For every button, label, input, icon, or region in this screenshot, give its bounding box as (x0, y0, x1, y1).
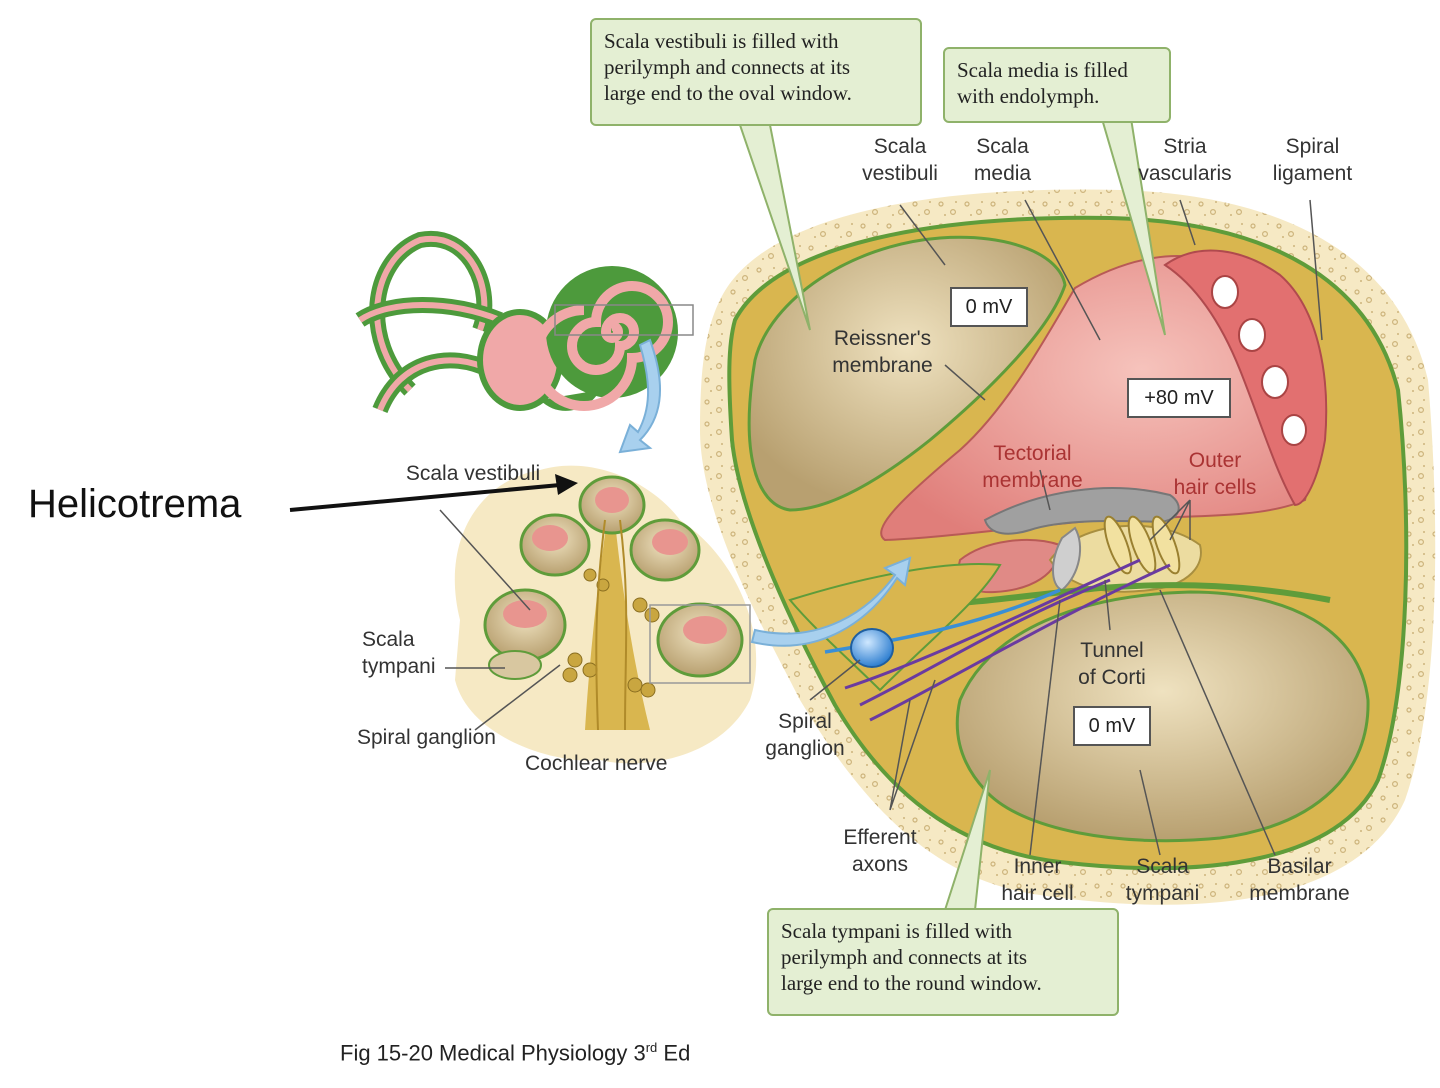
potential-scala-tympani: 0 mV (1073, 706, 1151, 746)
helicotrema-arrow (289, 483, 561, 512)
callout-scala-vestibuli: Scala vestibuli is filled with perilymph… (590, 18, 922, 126)
label-cochlear-nerve: Cochlear nerve (525, 752, 668, 775)
callout-media-line-1: Scala media is filled (957, 58, 1128, 82)
inner-ear-illustration (355, 230, 694, 454)
callout-scala-media: Scala media is filled with endolymph. (943, 47, 1171, 123)
callout-tympani-line-2: perilymph and connects at its (781, 945, 1028, 969)
cochlear-cross-section (700, 189, 1436, 905)
label-spiral-ganglion-small: Spiral ganglion (357, 726, 496, 749)
spiral-ganglion-cell (850, 628, 894, 668)
callout-scala-tympani: Scala tympani is filled with perilymph a… (767, 908, 1119, 1016)
helicotrema-label: Helicotrema (28, 482, 242, 526)
callout-tympani-line-3: large end to the round window. (781, 971, 1042, 995)
potential-scala-media: +80 mV (1127, 378, 1231, 418)
modiolus-section (454, 465, 912, 764)
helicotrema-arrowhead (555, 474, 578, 495)
callout-tympani-line-1: Scala tympani is filled with (781, 919, 1012, 943)
potential-scala-vestibuli: 0 mV (950, 287, 1028, 327)
figure-caption: Fig 15-20 Medical Physiology 3rd Ed (340, 1040, 691, 1066)
callout-vestibuli-line-1: Scala vestibuli is filled with (604, 29, 839, 53)
callout-media-line-2: with endolymph. (957, 84, 1100, 108)
callout-pointers (738, 111, 1166, 911)
callout-vestibuli-line-3: large end to the oval window. (604, 81, 852, 105)
callout-vestibuli-line-2: perilymph and connects at its (604, 55, 851, 79)
label-scala-vestibuli-small: Scala vestibuli (405, 462, 541, 485)
leader-lines (439, 199, 1323, 856)
